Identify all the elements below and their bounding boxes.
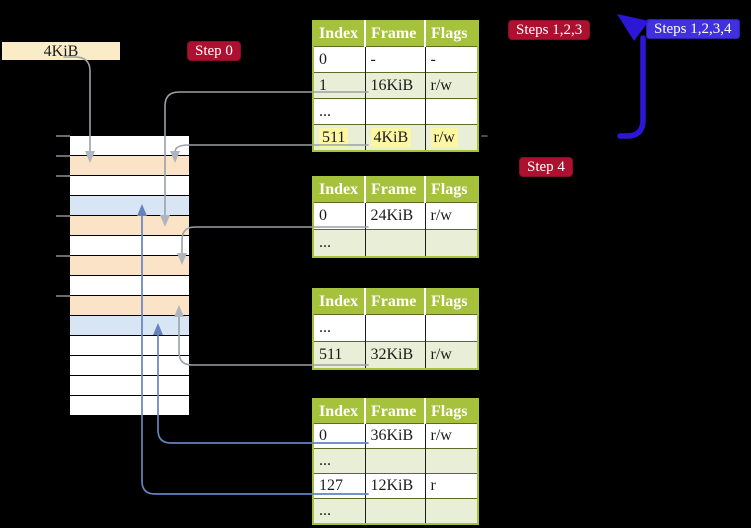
column-header-frame: Frame <box>365 177 426 203</box>
table-cell <box>425 448 478 474</box>
table-cell <box>425 229 478 257</box>
table-cell: 24KiB <box>365 202 426 230</box>
column-header-flags: Flags <box>425 289 478 315</box>
memory-row-empty <box>70 336 189 356</box>
table-cell <box>425 314 478 342</box>
table-cell: 4KiB <box>365 124 426 151</box>
table-cell: ... <box>313 498 366 524</box>
frame-size-label: 4KiB <box>2 42 120 60</box>
table-row: 0-- <box>313 46 478 73</box>
memory-row-table-frame <box>70 216 189 236</box>
table-cell: - <box>425 46 478 73</box>
table-cell: r/w <box>425 202 478 230</box>
table-cell <box>365 448 426 474</box>
table-cell: ... <box>313 98 366 125</box>
memory-row-empty <box>70 276 189 296</box>
table-cell: 511 <box>313 341 366 369</box>
memory-row-empty <box>70 236 189 256</box>
badge-steps-1234: Steps 1,2,3,4 <box>646 19 740 39</box>
highlighted-value: r/w <box>430 127 458 147</box>
memory-row-table-frame <box>70 256 189 276</box>
memory-ticks <box>56 135 70 297</box>
table-cell: 36KiB <box>365 423 426 449</box>
column-header-frame: Frame <box>365 289 426 315</box>
table-cell <box>365 98 426 125</box>
table-row: ... <box>313 229 478 257</box>
table-cell: 1 <box>313 72 366 99</box>
bold-blue-loop-arrow <box>617 14 649 139</box>
table-cell: r/w <box>425 72 478 99</box>
column-header-flags: Flags <box>425 399 478 424</box>
table-cell: ... <box>313 448 366 474</box>
table-cell: 127 <box>313 473 366 499</box>
table-row: 511 4KiB r/w <box>313 124 478 151</box>
table-cell <box>365 498 426 524</box>
memory-row-page-frame <box>70 196 189 216</box>
table-cell: 32KiB <box>365 341 426 369</box>
table-row: ... <box>313 98 478 125</box>
column-header-index: Index <box>313 399 366 424</box>
table-cell: 511 <box>313 124 366 151</box>
memory-row-empty <box>70 396 189 416</box>
memory-row-empty <box>70 136 189 156</box>
memory-row-table-frame <box>70 296 189 316</box>
table-row: ... <box>313 314 478 342</box>
badge-step-0: Step 0 <box>187 41 241 61</box>
memory-row-empty <box>70 176 189 196</box>
column-header-frame: Frame <box>365 21 426 47</box>
table-cell <box>365 314 426 342</box>
highlighted-value: 511 <box>319 127 349 147</box>
highlighted-value: 4KiB <box>370 127 412 147</box>
table-cell: r/w <box>425 124 478 151</box>
table-cell: ... <box>313 229 366 257</box>
table-cell: - <box>365 46 426 73</box>
table-row: ... <box>313 448 478 474</box>
table-cell: 16KiB <box>365 72 426 99</box>
table-cell: 0 <box>313 46 366 73</box>
column-header-index: Index <box>313 177 366 203</box>
column-header-frame: Frame <box>365 399 426 424</box>
memory-row-empty <box>70 356 189 376</box>
column-header-flags: Flags <box>425 177 478 203</box>
memory-row-table-frame <box>70 156 189 176</box>
table-cell: 0 <box>313 202 366 230</box>
table-cell: ... <box>313 314 366 342</box>
memory-row-empty <box>70 376 189 396</box>
table-cell: 0 <box>313 423 366 449</box>
table-cell <box>425 498 478 524</box>
column-header-flags: Flags <box>425 21 478 47</box>
column-header-index: Index <box>313 289 366 315</box>
memory-row-page-frame <box>70 316 189 336</box>
badge-step-4: Step 4 <box>519 157 573 177</box>
memory-column <box>70 135 189 416</box>
badge-steps-123: Steps 1,2,3 <box>508 20 591 40</box>
table-cell <box>425 98 478 125</box>
table-cell: r <box>425 473 478 499</box>
table-cell: r/w <box>425 423 478 449</box>
table-cell: r/w <box>425 341 478 369</box>
table-row: ... <box>313 498 478 524</box>
table-cell <box>365 229 426 257</box>
table-cell: 12KiB <box>365 473 426 499</box>
column-header-index: Index <box>313 21 366 47</box>
